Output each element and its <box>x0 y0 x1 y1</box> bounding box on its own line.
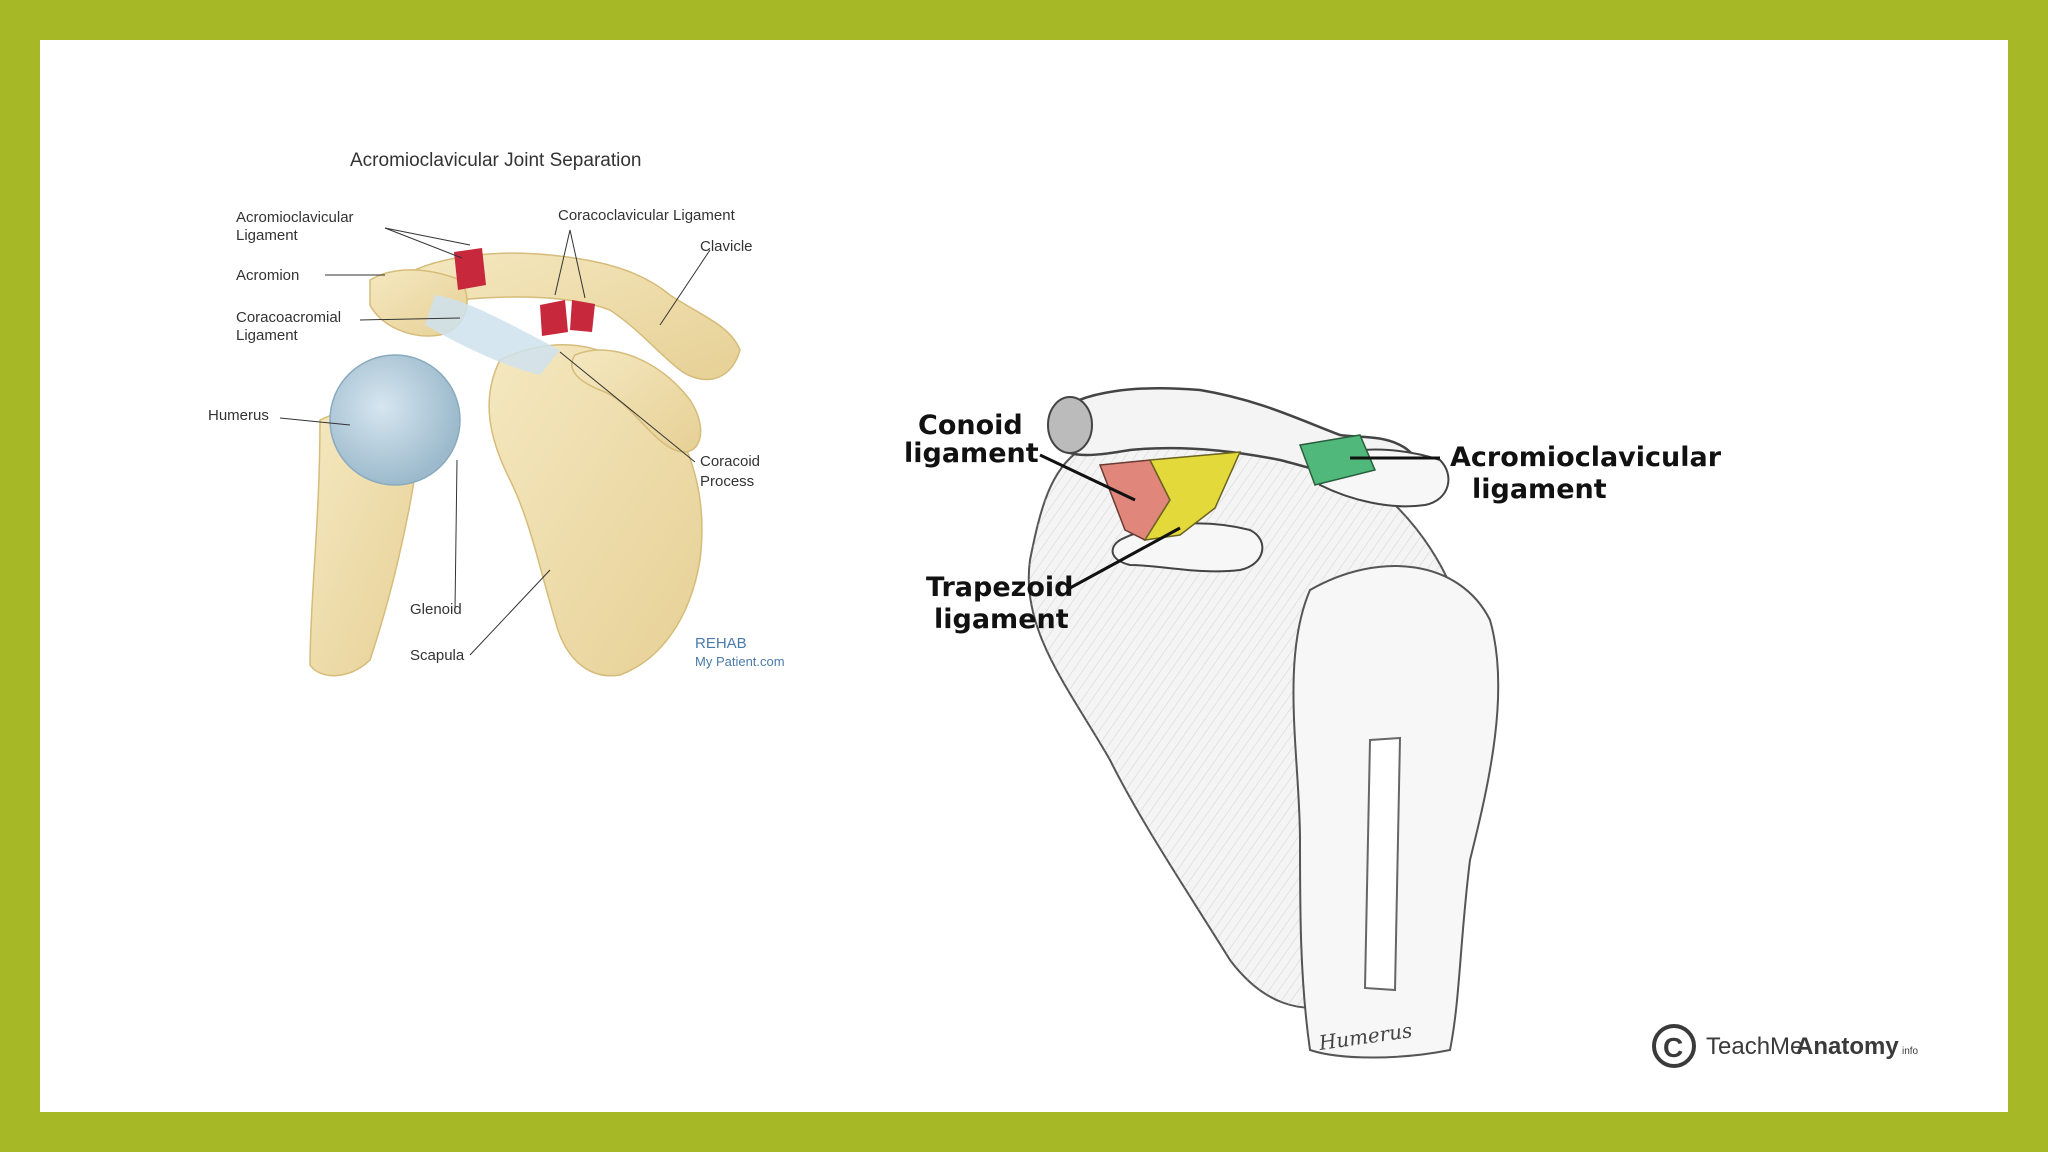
cc-ligament-shape-2 <box>570 300 595 332</box>
label-coracoid-process-line2: Process <box>700 473 754 490</box>
biceps-tendon-engraving <box>1363 736 1402 992</box>
clavicle-cut-end <box>1047 396 1093 454</box>
label-acromion: Acromion <box>236 267 299 284</box>
label-acromioclavicular-ligament-line1: Acromioclavicular <box>236 209 354 226</box>
right-illustration: Humerus Conoid ligament Trapez <box>904 387 1919 1068</box>
shoulder-ligaments-figure: Humerus Conoid ligament Trapez <box>880 360 2040 1080</box>
humeral-head-shape <box>329 354 461 486</box>
acromioclavicular-ligament-shape <box>1298 434 1377 486</box>
label-conoid-ligament-line2: ligament <box>904 438 1039 469</box>
clavicle-shape <box>404 252 741 381</box>
label-acromioclavicular-ligament-line1: Acromioclavicular <box>1450 442 1722 473</box>
rehab-watermark-line1: REHAB <box>695 635 747 652</box>
label-glenoid: Glenoid <box>410 601 462 618</box>
left-illustration: Acromioclavicular Joint Separation <box>208 150 785 677</box>
label-humerus: Humerus <box>208 407 269 424</box>
brand-suffix: info <box>1902 1046 1919 1057</box>
label-clavicle: Clavicle <box>700 238 753 255</box>
coracoacromial-ligament-shape <box>425 295 560 375</box>
brand-light: TeachMe <box>1706 1033 1803 1060</box>
brand-bold: Anatomy <box>1796 1033 1899 1060</box>
copyright-icon-glyph: C <box>1663 1032 1683 1063</box>
teachmeanatomy-logo: C TeachMe Anatomy info <box>1652 1024 1919 1068</box>
ac-joint-separation-figure: Acromioclavicular Joint Separation <box>170 100 870 700</box>
ac-ligament-shape <box>454 248 486 290</box>
label-trapezoid-ligament-line1: Trapezoid <box>926 572 1073 603</box>
label-acromioclavicular-ligament-line2: Ligament <box>236 227 299 244</box>
trapezoid-ligament-shape <box>1143 451 1242 541</box>
label-scapula: Scapula <box>410 647 465 664</box>
left-figure-title: Acromioclavicular Joint Separation <box>350 150 641 171</box>
label-coracoclavicular-ligament: Coracoclavicular Ligament <box>558 207 736 224</box>
label-coracoacromial-ligament-line1: Coracoacromial <box>236 309 341 326</box>
coracoid-shape <box>571 349 702 453</box>
label-trapezoid-ligament-line2: ligament <box>934 604 1069 635</box>
label-coracoacromial-ligament-line2: Ligament <box>236 327 299 344</box>
label-acromioclavicular-ligament-line2: ligament <box>1472 474 1607 505</box>
cc-ligament-shape-1 <box>540 300 568 336</box>
copyright-icon <box>1652 1024 1696 1068</box>
label-conoid-ligament-line1: Conoid <box>918 410 1023 441</box>
rehab-watermark-line2: My Patient.com <box>695 654 785 669</box>
slide: Acromioclavicular Joint Separation <box>40 40 2008 1112</box>
label-coracoid-process-line1: Coracoid <box>700 453 760 470</box>
